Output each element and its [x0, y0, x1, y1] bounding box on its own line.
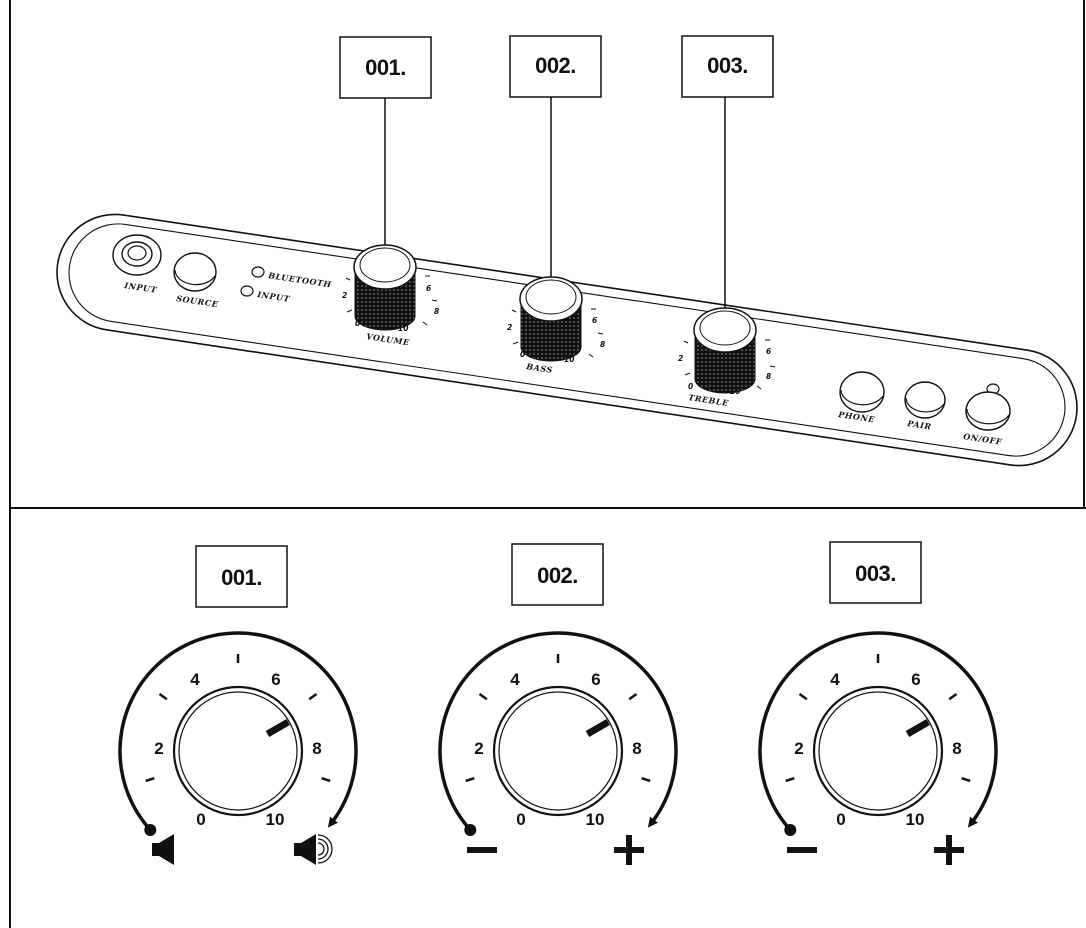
dial-scale-0: 0: [516, 810, 525, 829]
bass-knob: 0 2 6 8 10 BASS: [507, 276, 605, 375]
callout-001: 001.: [339, 36, 432, 99]
dial-scale-2: 2: [794, 739, 803, 758]
dial-1: 001. 0 2 4 6 8 10: [118, 545, 358, 865]
treble-scale-10: 10: [730, 387, 740, 396]
volume-scale-10: 10: [398, 324, 408, 333]
dial-scale-6: 6: [271, 670, 280, 689]
dial-scale-10: 10: [266, 810, 285, 829]
treble-scale: 0 2 6 8 10: [678, 339, 776, 396]
dial-scale-2: 2: [474, 739, 483, 758]
dial-tick: [465, 777, 475, 783]
callout-003: 003.: [681, 35, 774, 98]
treble-scale-6: 6: [766, 347, 771, 356]
dial-scale-0: 0: [836, 810, 845, 829]
dial-scale-0: 0: [196, 810, 205, 829]
dial-callout-label: 001.: [221, 565, 262, 590]
dial-range-arc: [758, 631, 998, 832]
bass-scale: 0 2 6 8 10: [507, 308, 605, 364]
dial-2: 002. 0 2 4 6 8 10: [438, 543, 678, 865]
treble-scale-8: 8: [766, 372, 771, 381]
dial-callout-box: [829, 541, 922, 604]
plus-icon: [614, 835, 644, 865]
bass-scale-8: 8: [600, 340, 605, 349]
diagram-frame: [9, 0, 1086, 928]
treble-scale-2: 2: [678, 354, 683, 363]
dial-3: 003. 0 2 4 6 8 10: [758, 541, 998, 865]
dial-start-dot: [144, 823, 157, 836]
bass-scale-2: 2: [507, 323, 512, 332]
dial-tick: [948, 692, 958, 701]
dial-tick: [478, 692, 488, 701]
minus-icon: [467, 847, 497, 853]
bass-label: BASS: [525, 361, 554, 375]
pair-button: PAIR: [904, 381, 946, 432]
dial-range-arc: [438, 631, 678, 832]
speaker-quiet-icon: [152, 834, 174, 865]
volume-scale: 0 2 6 8 10: [342, 275, 439, 333]
dial-knob-rim: [178, 691, 298, 811]
dial-tick: [145, 777, 155, 783]
dial-tick: [798, 692, 808, 701]
plus-icon: [934, 835, 964, 865]
dial-scale-4: 4: [190, 670, 200, 689]
dial-scale-10: 10: [906, 810, 925, 829]
treble-scale-0: 0: [688, 382, 693, 391]
dial-start-dot: [464, 823, 477, 836]
dial-pointer: [905, 718, 930, 738]
bass-scale-10: 10: [564, 355, 574, 364]
dial-tick: [641, 777, 651, 783]
dial-range-arc: [118, 631, 358, 832]
dial-scale-6: 6: [591, 670, 600, 689]
dial-tick: [158, 692, 168, 701]
speaker-loud-icon: [294, 834, 333, 865]
dial-callout-box: [195, 545, 288, 608]
dial-start-dot: [784, 823, 797, 836]
dial-scale-8: 8: [952, 739, 961, 758]
dial-tick: [321, 777, 331, 783]
dial-knob-rim: [498, 691, 618, 811]
dial-diagrams: 001. 0 2 4 6 8 10 002. 0 2 4 6 8 10 003. 0 2 4 6 8 10: [118, 541, 998, 865]
dial-scale-2: 2: [154, 739, 163, 758]
control-panel-illustration: 001. 002. 003. INPUT SOURCE BLUETOOTH: [56, 35, 1078, 467]
callout-002: 002.: [509, 35, 602, 98]
pair-button-label: PAIR: [906, 418, 933, 432]
dial-pointer: [585, 718, 610, 738]
dial-tick: [961, 777, 971, 783]
input-jack: INPUT: [112, 234, 162, 295]
dial-scale-4: 4: [510, 670, 520, 689]
volume-knob: 0 2 6 8 10 VOLUME: [342, 244, 439, 347]
dial-scale-8: 8: [312, 739, 321, 758]
volume-scale-2: 2: [342, 291, 347, 300]
dial-callout-label: 002.: [537, 563, 578, 588]
volume-scale-8: 8: [434, 307, 439, 316]
dial-scale-6: 6: [911, 670, 920, 689]
dial-tick: [785, 777, 795, 783]
dial-knob: [492, 685, 624, 817]
minus-icon: [787, 847, 817, 853]
callout-002-label: 002.: [535, 53, 576, 78]
dial-scale-10: 10: [586, 810, 605, 829]
dial-callout-label: 003.: [855, 561, 896, 586]
volume-scale-6: 6: [426, 284, 431, 293]
dial-tick: [308, 692, 318, 701]
dial-callout-box: [511, 543, 604, 606]
dial-tick: [628, 692, 638, 701]
callout-003-label: 003.: [707, 53, 748, 78]
dial-knob: [812, 685, 944, 817]
dial-knob: [172, 685, 304, 817]
source-button: SOURCE: [173, 252, 219, 309]
dial-scale-8: 8: [632, 739, 641, 758]
bass-scale-6: 6: [592, 316, 597, 325]
power-button: ON/OFF: [963, 383, 1011, 447]
bass-scale-0: 0: [520, 350, 525, 359]
dial-scale-4: 4: [830, 670, 840, 689]
dial-knob-rim: [818, 691, 938, 811]
dial-pointer: [265, 718, 290, 738]
callout-001-label: 001.: [365, 55, 406, 80]
volume-scale-0: 0: [355, 319, 360, 328]
